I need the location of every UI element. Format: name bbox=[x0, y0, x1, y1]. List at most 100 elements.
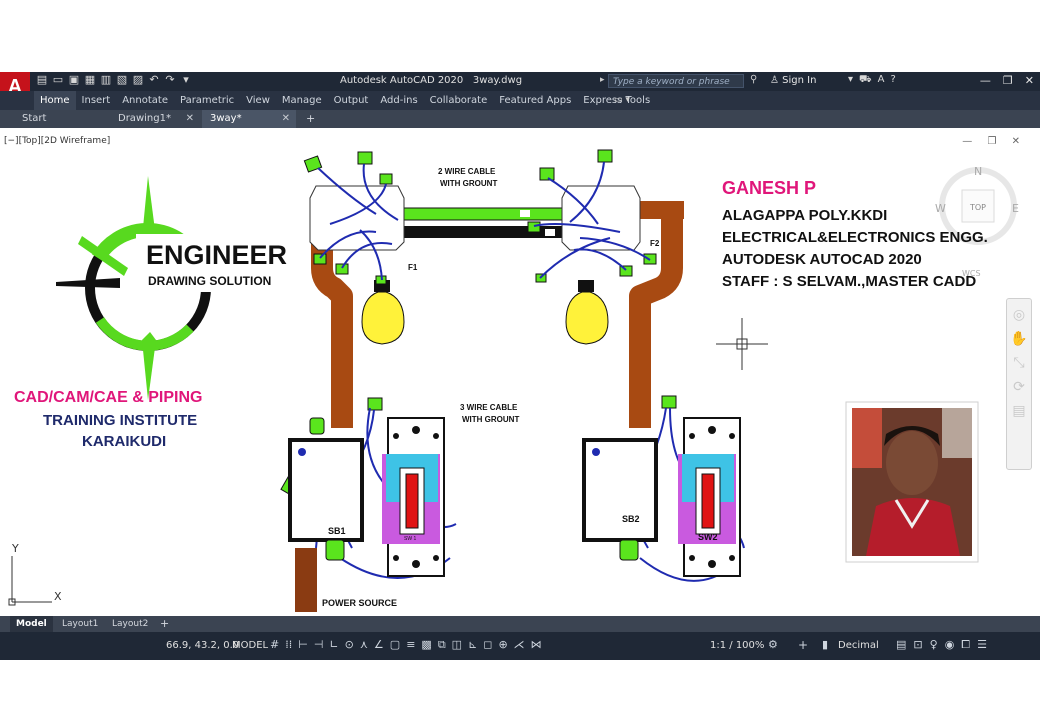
zoom-icon[interactable]: ⤡ bbox=[1013, 355, 1025, 371]
print-icon[interactable]: ▨ bbox=[132, 73, 144, 86]
dynamic-ucs-icon[interactable]: ⊾ bbox=[468, 638, 478, 651]
file-tab-3way[interactable]: 3way*✕ bbox=[202, 110, 296, 128]
crosshair-cursor-icon bbox=[716, 318, 768, 370]
drawing-canvas[interactable]: [−][Top][2D Wireframe] — ❐ ✕ N W E TOP W… bbox=[0, 128, 1040, 616]
transparency-icon[interactable]: ▩ bbox=[421, 638, 432, 651]
close-tab-icon[interactable]: ✕ bbox=[281, 113, 290, 124]
polar-icon[interactable]: ⊙ bbox=[344, 638, 354, 651]
tab-layout1[interactable]: Layout1 bbox=[62, 619, 99, 629]
new-tab-icon[interactable]: + bbox=[306, 112, 316, 125]
save-icon[interactable]: ▣ bbox=[68, 73, 80, 86]
tab-add-ins[interactable]: Add-ins bbox=[380, 95, 418, 106]
tab-model[interactable]: Model bbox=[10, 616, 53, 632]
viewcube-east[interactable]: E bbox=[1012, 202, 1019, 215]
auto-scale-icon[interactable]: ⋈ bbox=[530, 638, 542, 651]
viewcube-top[interactable]: TOP bbox=[969, 203, 986, 212]
tab-manage[interactable]: Manage bbox=[281, 95, 322, 106]
wcs-menu[interactable]: WCS bbox=[962, 269, 981, 278]
viewcube-north[interactable]: N bbox=[974, 165, 982, 178]
gizmo-icon[interactable]: ⊕ bbox=[498, 638, 508, 651]
navigation-bar[interactable]: ◎ ✋ ⤡ ⟳ ▤ bbox=[1006, 298, 1032, 470]
web-mobile-icon[interactable]: ▥ bbox=[100, 73, 112, 86]
title-tools: ▾ ⛟ A ? bbox=[848, 74, 896, 87]
hardware-acceleration-icon[interactable]: ◉ bbox=[944, 638, 955, 651]
tab-output[interactable]: Output bbox=[333, 95, 369, 106]
status-right-tools: ▤ ⊡ ♀ ◉ ⧠ ☰ bbox=[896, 638, 987, 652]
undo-icon[interactable]: ↶ bbox=[149, 73, 159, 86]
dropdown-icon[interactable]: ▾ bbox=[848, 74, 854, 85]
tab-layout2[interactable]: Layout2 bbox=[112, 619, 149, 629]
restore-icon[interactable]: ❐ bbox=[1002, 74, 1013, 87]
autodesk-app-icon[interactable]: A bbox=[877, 74, 885, 85]
coordinates-readout[interactable]: 66.9, 43.2, 0.0 bbox=[166, 640, 240, 651]
info-line-1: ALAGAPPA POLY.KKDI bbox=[722, 207, 887, 224]
tab-express-tools[interactable]: Express Tools bbox=[583, 95, 651, 106]
tab-annotate[interactable]: Annotate bbox=[122, 95, 168, 106]
grid-icon[interactable]: # bbox=[270, 638, 280, 651]
selection-filter-icon[interactable]: ◻ bbox=[483, 638, 493, 651]
window-controls: — ❐ ✕ bbox=[980, 74, 1034, 87]
switch-1-label: SW 1 bbox=[404, 536, 416, 542]
add-layout-icon[interactable]: + bbox=[160, 617, 170, 630]
model-space-button[interactable]: MODEL bbox=[232, 640, 269, 651]
help-icon[interactable]: ? bbox=[890, 74, 896, 85]
customization-icon[interactable]: ☰ bbox=[977, 638, 987, 651]
close-icon[interactable]: ✕ bbox=[1024, 74, 1034, 87]
tab-view[interactable]: View bbox=[246, 95, 270, 106]
tab-parametric[interactable]: Parametric bbox=[179, 95, 235, 106]
clean-screen-icon[interactable]: ⧠ bbox=[961, 638, 971, 651]
file-tab-drawing1[interactable]: Drawing1*✕ bbox=[110, 110, 200, 128]
binoculars-icon[interactable]: ⚲ bbox=[750, 74, 758, 85]
isodraft-icon[interactable]: ⋏ bbox=[359, 638, 368, 651]
search-input[interactable]: Type a keyword or phrase bbox=[608, 74, 744, 88]
pan-icon[interactable]: ✋ bbox=[1010, 331, 1028, 347]
showmotion-icon[interactable]: ▤ bbox=[1012, 403, 1026, 419]
viewport-controls[interactable]: [−][Top][2D Wireframe] bbox=[4, 136, 111, 146]
isolate-objects-icon[interactable]: ♀ bbox=[929, 638, 938, 651]
new-icon[interactable]: ▤ bbox=[36, 73, 48, 86]
viewport-window-controls[interactable]: — ❐ ✕ bbox=[962, 136, 1026, 147]
dynamic-input-icon[interactable]: ⊣ bbox=[313, 638, 324, 651]
units-display[interactable]: Decimal bbox=[838, 640, 879, 651]
redo-icon[interactable]: ↷ bbox=[165, 73, 175, 86]
plot-icon[interactable]: ▧ bbox=[116, 73, 128, 86]
annotation-monitor-icon[interactable]: + bbox=[798, 638, 809, 652]
sign-in-button[interactable]: ♙ Sign In bbox=[770, 75, 816, 86]
tab-collaborate[interactable]: Collaborate bbox=[429, 95, 488, 106]
wiring-diagram bbox=[280, 149, 745, 612]
training-line-2: TRAINING INSTITUTE bbox=[43, 412, 197, 429]
tab-home[interactable]: Home bbox=[34, 91, 76, 110]
snap-icon[interactable]: ⁞⁞ bbox=[285, 638, 293, 651]
cart-icon[interactable]: ⛟ bbox=[859, 74, 872, 85]
tab-insert[interactable]: Insert bbox=[81, 95, 111, 106]
object-snap-icon[interactable]: ▢ bbox=[389, 638, 401, 651]
selection-cycling-icon[interactable]: ⧉ bbox=[437, 638, 446, 651]
3d-osnap-icon[interactable]: ◫ bbox=[451, 638, 463, 651]
open-icon[interactable]: ▭ bbox=[52, 73, 64, 86]
steering-wheel-icon[interactable]: ◎ bbox=[1012, 307, 1026, 323]
cable-2-label-1: 2 WIRE CABLE bbox=[438, 167, 496, 176]
training-line-3: KARAIKUDI bbox=[82, 433, 166, 450]
tab-featured-apps[interactable]: Featured Apps bbox=[499, 95, 572, 106]
file-tab-start[interactable]: Start bbox=[14, 110, 104, 128]
ortho-icon[interactable]: ∟ bbox=[329, 638, 339, 651]
ribbon-minimize-icon[interactable]: ▭ ▾ bbox=[614, 95, 630, 105]
annotation-scale[interactable]: 1:1 / 100% bbox=[710, 640, 765, 651]
object-snap-tracking-icon[interactable]: ∠ bbox=[373, 638, 384, 651]
quick-properties-icon[interactable]: ▤ bbox=[896, 638, 907, 651]
lock-ui-icon[interactable]: ⊡ bbox=[913, 638, 923, 651]
viewcube[interactable] bbox=[939, 167, 1017, 245]
lineweight-icon[interactable]: ≡ bbox=[406, 638, 416, 651]
fixture-2-label: F2 bbox=[650, 239, 660, 248]
minimize-icon[interactable]: — bbox=[979, 74, 991, 87]
annotation-visibility-icon[interactable]: ⋌ bbox=[513, 638, 525, 651]
search-arrow-icon[interactable]: ▸ bbox=[600, 75, 605, 85]
student-name: GANESH P bbox=[722, 178, 816, 198]
viewcube-west[interactable]: W bbox=[935, 202, 946, 215]
infer-constraints-icon[interactable]: ⊢ bbox=[298, 638, 308, 651]
orbit-icon[interactable]: ⟳ bbox=[1013, 379, 1025, 395]
customize-icon[interactable]: ▾ bbox=[183, 73, 189, 86]
close-tab-icon[interactable]: ✕ bbox=[185, 113, 194, 124]
workspace-gear-icon[interactable]: ⚙ bbox=[768, 638, 778, 651]
save-as-icon[interactable]: ▦ bbox=[84, 73, 96, 86]
